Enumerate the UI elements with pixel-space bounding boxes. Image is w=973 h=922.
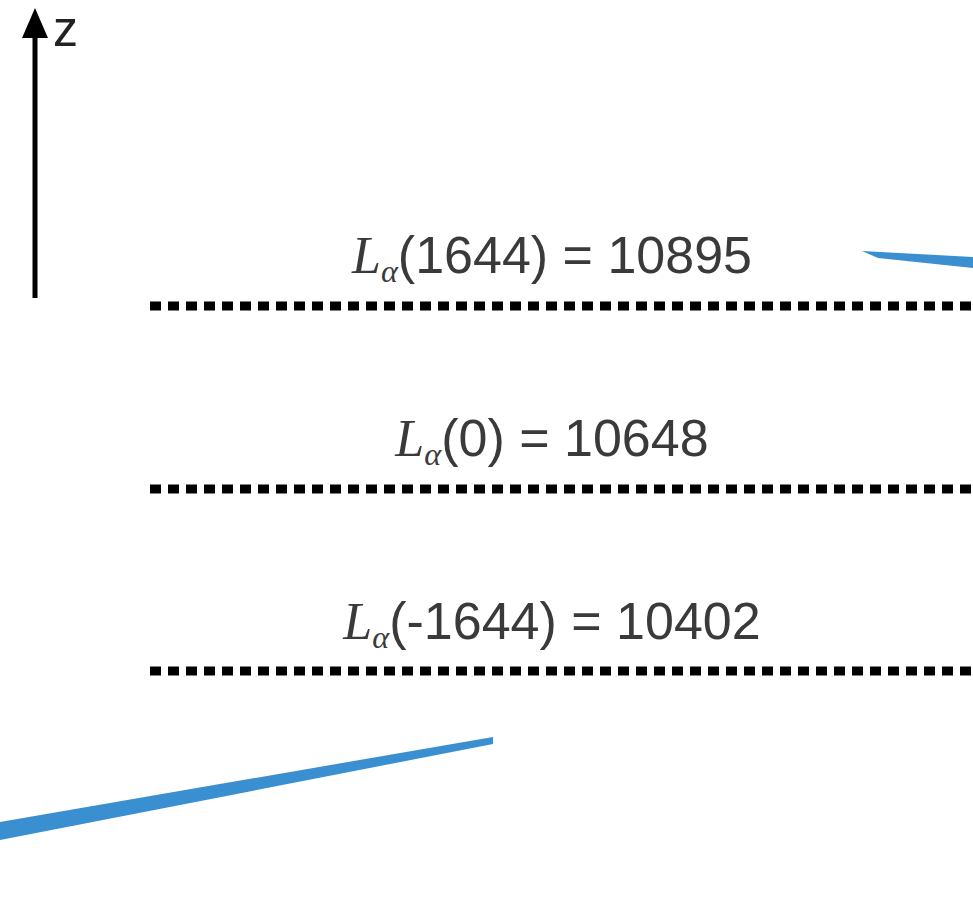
- symbol-subscript: α: [424, 436, 441, 472]
- value-text: (-1644) = 10402: [389, 592, 761, 650]
- value-text: (1644) = 10895: [398, 226, 752, 284]
- level-label: Lα(1644) = 10895: [352, 229, 752, 287]
- level-label: Lα(-1644) = 10402: [343, 595, 760, 653]
- symbol-subscript: α: [372, 619, 389, 655]
- dotted-levels: [150, 306, 973, 671]
- symbol: L: [352, 227, 381, 284]
- axis-label: z: [53, 4, 78, 54]
- beam-streak: [0, 737, 493, 840]
- level-label: Lα(0) = 10648: [395, 412, 708, 470]
- symbol-subscript: α: [381, 253, 398, 289]
- symbol: L: [343, 593, 372, 650]
- beam-streak: [862, 251, 973, 268]
- axis-arrowhead: [22, 8, 48, 38]
- axis-line: [33, 32, 38, 298]
- cylinder-top: [150, 10, 962, 214]
- cylinder-tank: Lα(1644) = 10895Lα(0) = 10648Lα(-1644) =…: [150, 10, 973, 912]
- symbol: L: [395, 410, 424, 467]
- cylinder-body: [150, 112, 962, 910]
- level-line: [150, 485, 973, 494]
- level-line: [150, 302, 973, 311]
- level-line: [150, 667, 973, 676]
- value-text: (0) = 10648: [441, 409, 708, 467]
